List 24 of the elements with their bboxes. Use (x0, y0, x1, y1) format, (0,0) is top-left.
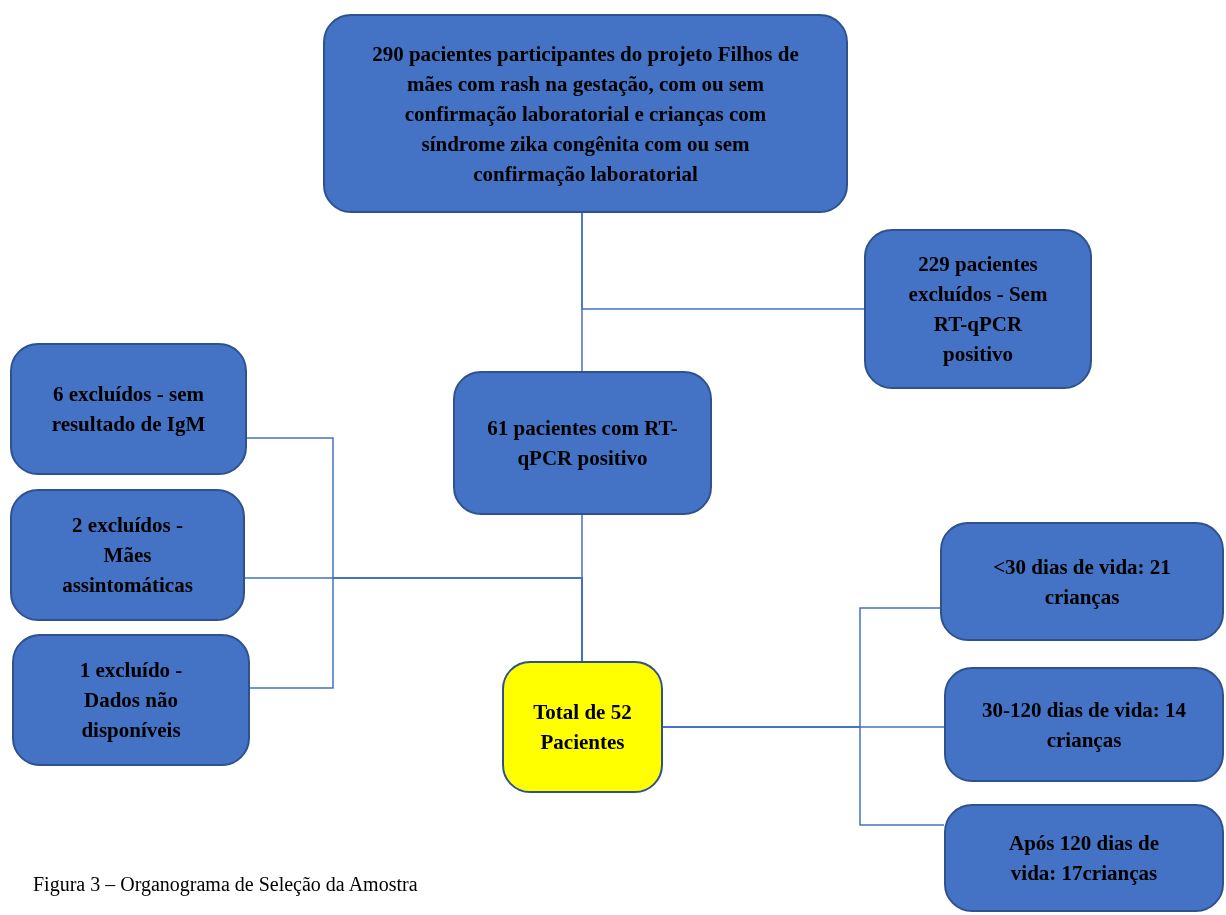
result-box (502, 661, 663, 793)
box-text: 61 pacientes com RT-qPCR positivo (487, 415, 678, 472)
box-text: Após 120 dias de vida: 17crianças (1008, 830, 1160, 887)
process-box (323, 14, 848, 213)
process-box (12, 634, 250, 766)
box-text: 6 excluídos - sem resultado de IgM (50, 381, 207, 438)
box-text: 2 excluídos - Mães assintomáticas (61, 512, 194, 599)
process-box (10, 489, 245, 621)
connector-line (249, 577, 583, 689)
process-box (10, 343, 247, 475)
process-box (944, 804, 1224, 912)
box-text: 30-120 dias de vida: 14 crianças (980, 696, 1188, 754)
process-box (453, 371, 712, 515)
process-box (944, 667, 1224, 782)
process-box (864, 229, 1092, 389)
box-text: 229 pacientes excluídos - Sem RT-qPCR positivo (907, 251, 1049, 368)
figure-caption: Figura 3 – Organograma de Seleção da Amostra (33, 872, 418, 898)
box-text: Total de 52 Pacientes (532, 699, 633, 756)
connector-line (662, 726, 945, 826)
box-text: 290 pacientes participantes do projeto Filhos de mães com rash na gestação, com ou sem confirmação laboratorial e crianças com síndrome zika congênita com ou sem confirmação laboratorial (371, 40, 800, 188)
box-text: <30 dias de vida: 21 crianças (992, 553, 1172, 611)
connector-line (581, 212, 865, 310)
box-text: 1 excluído - Dados não disponíveis (78, 657, 184, 744)
process-box (940, 522, 1224, 641)
